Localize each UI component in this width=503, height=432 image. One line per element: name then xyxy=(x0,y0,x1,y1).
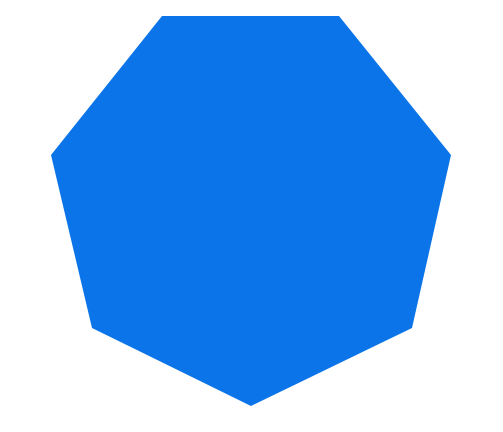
blue-heptagon xyxy=(51,16,451,406)
